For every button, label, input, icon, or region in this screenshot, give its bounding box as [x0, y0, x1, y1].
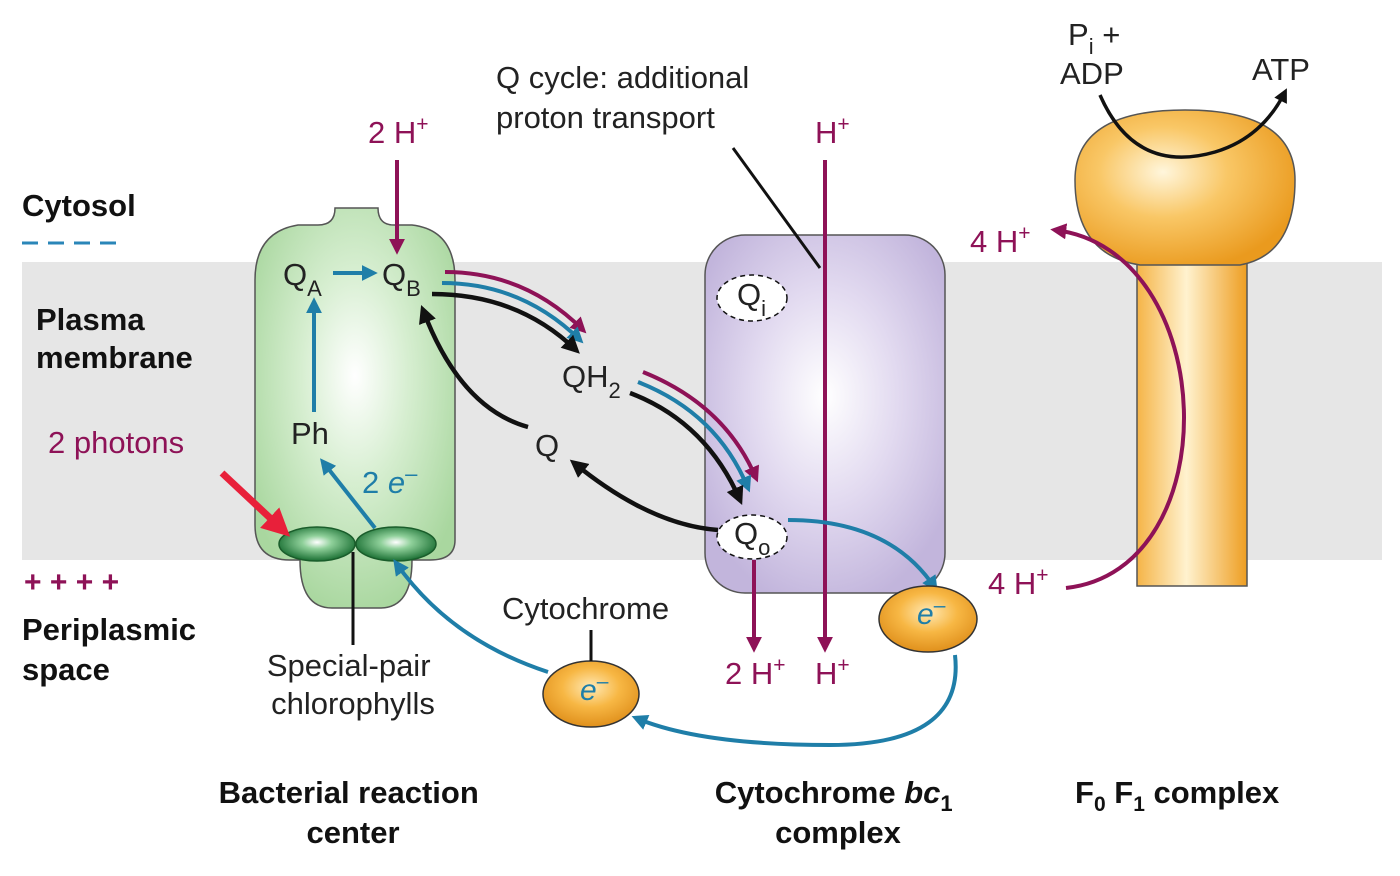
qb-label: QB: [382, 257, 421, 301]
qb-to-qh2-proton-arrow: [444, 270, 587, 334]
f1-head: [1074, 109, 1296, 266]
q-cycle-pointer: [731, 147, 822, 269]
bc1-to-cytochrome-c-arrow: [631, 654, 958, 748]
cytochrome-c-electron-label: e–: [580, 670, 609, 707]
qi-label: Qi: [737, 277, 766, 321]
atp-label: ATP: [1252, 52, 1310, 87]
f0f1-protons-in-label: 4 H+: [970, 222, 1031, 259]
ph-label: Ph: [291, 416, 329, 451]
bc1-proton-top-label: H+: [815, 113, 850, 150]
qo-site: [716, 514, 788, 560]
cytochrome-c-label: Cytochrome: [502, 591, 669, 626]
bc1-electron-label: e–: [917, 594, 946, 631]
proton-arrow-through-f0: [1050, 223, 1186, 590]
chlorophyll-right: [355, 526, 437, 562]
qo-to-bc1-electron-arrow: [787, 518, 938, 593]
pi-label: Pi +: [1068, 17, 1120, 59]
q-to-qb-arrow: [419, 304, 529, 430]
reaction-center-protein: [254, 207, 456, 609]
bc1-electron-carrier: [878, 585, 978, 653]
qb-to-qh2-electron-arrow: [441, 281, 584, 344]
cytochrome-bc1-name: Cytochrome bc1 complex: [715, 775, 962, 850]
photons-label: 2 photons: [48, 425, 184, 460]
qh2-to-qo-electron-arrow: [637, 380, 752, 493]
plasma-membrane-label: Plasma membrane: [36, 302, 193, 375]
adp-label: ADP: [1060, 56, 1124, 91]
q-cycle-label: Q cycle: additional proton transport: [496, 60, 758, 135]
q-label: Q: [535, 428, 559, 463]
reaction-center-name: Bacterial reaction center: [219, 775, 488, 850]
periplasmic-space-label: Periplasmic space: [22, 612, 205, 687]
f0f1-name: F0 F1 complex: [1075, 775, 1280, 816]
cytochrome-c-to-chlorophyll-arrow: [393, 559, 549, 674]
photon-arrow: [219, 470, 291, 537]
qi-site: [716, 274, 788, 322]
electron-arrow-chl-to-ph: [320, 458, 377, 530]
reaction-center-protons-label: 2 H+: [368, 113, 429, 150]
positive-charges: + + + +: [24, 566, 119, 599]
qo-to-q-arrow: [569, 459, 719, 533]
electrons-label: 2 e–: [362, 461, 418, 500]
f0f1-protons-out-label: 4 H+: [988, 564, 1049, 601]
cytosol-label: Cytosol: [22, 188, 136, 223]
bc1-proton-bottom-label: H+: [815, 654, 850, 691]
qh2-to-qo-proton-arrow: [642, 370, 759, 483]
qa-label: QA: [283, 257, 322, 301]
qh2-label: QH2: [562, 359, 621, 403]
qo-label: Qo: [734, 516, 770, 560]
atp-synthesis-arrow: [1098, 88, 1287, 159]
qb-to-qh2-quinone-arrow: [431, 291, 580, 354]
qh2-to-qo-quinone-arrow: [629, 390, 744, 505]
chlorophyll-left: [278, 526, 356, 562]
special-pair-label: Special-pair chlorophylls: [267, 648, 439, 721]
bc1-two-protons-label: 2 H+: [725, 654, 786, 691]
